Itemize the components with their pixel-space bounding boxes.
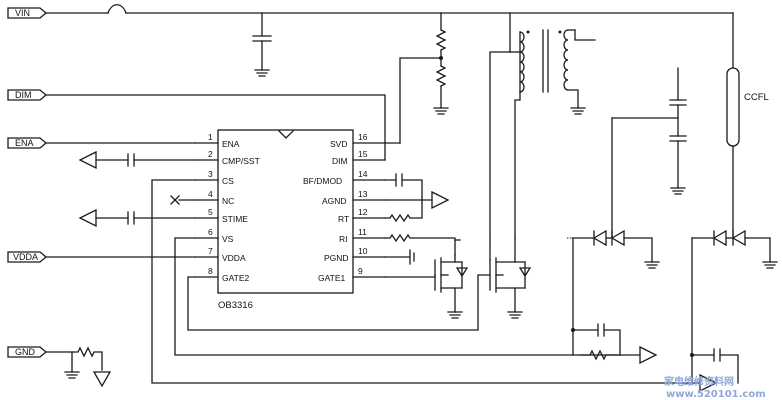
pin12-num: 12 [358,207,368,217]
pin12-label: RT [338,214,349,224]
pin9-label: GATE1 [318,273,346,283]
pin1-num: 1 [208,132,213,142]
port-dim-label: DIM [15,90,32,100]
pin13-label: AGND [322,196,347,206]
pin6-label: VS [222,234,234,244]
port-gnd-label: GND [15,347,36,357]
pin1-label: ENA [222,139,240,149]
pin15-num: 15 [358,149,368,159]
pin2-label: CMP/SST [222,156,260,166]
pin8-label: GATE2 [222,273,250,283]
pin16-label: SVD [330,139,347,149]
port-dim: DIM [7,89,48,101]
pin16-num: 16 [358,132,368,142]
pin5-num: 5 [208,207,213,217]
ic-right-pins: 16 SVD 15 DIM 14 BF/DMOD 13 AGND 12 RT 1… [303,132,386,283]
ccfl-label: CCFL [744,92,769,103]
pin6-num: 6 [208,227,213,237]
left-wiring [45,94,701,388]
pin3-label: CS [222,176,234,186]
pin2-num: 2 [208,149,213,159]
watermark-line2: www.520101.com [666,389,766,400]
pin3-num: 3 [208,169,213,179]
watermark-line1: 家电维修资料网 [664,375,734,388]
ic-ob3316: OB3316 [217,129,354,311]
pin11-num: 11 [358,227,367,237]
port-ena-label: ENA [15,138,34,148]
pin4-label: NC [222,196,234,206]
pin15-label: DIM [332,156,348,166]
pin7-num: 7 [208,246,213,256]
pin13-num: 13 [358,189,368,199]
pin10-label: PGND [324,253,349,263]
port-vin-label: VIN [15,8,30,18]
port-gnd: GND [7,346,48,358]
pin10-num: 10 [358,246,368,256]
port-ena: ENA [7,137,48,149]
pin9-num: 9 [358,266,363,276]
secondary-output: CCFL [567,29,778,393]
pin4-num: 4 [208,189,213,199]
pin14-label: BF/DMOD [303,176,342,186]
pin7-label: VDDA [222,253,246,263]
ic-left-pins: 1 ENA 2 CMP/SST 3 CS 4 NC 5 STIME 6 VS 7… [194,132,260,283]
ccfl-lamp [726,67,740,147]
ic-name: OB3316 [218,300,253,311]
mosfet-q2 [489,237,532,319]
port-vdda: VDDA [7,251,48,263]
port-vdda-label: VDDA [13,252,38,262]
pin14-num: 14 [358,169,368,179]
mosfet-q1 [434,239,469,319]
pin5-label: STIME [222,214,248,224]
vin-rail [45,4,734,144]
pin11-label: RI [339,234,348,244]
fuse-symbol [107,4,127,14]
transformer [489,29,586,241]
pin8-num: 8 [208,266,213,276]
watermark: 家电维修资料网 www.520101.com [664,375,766,400]
port-vin: VIN [7,7,48,19]
